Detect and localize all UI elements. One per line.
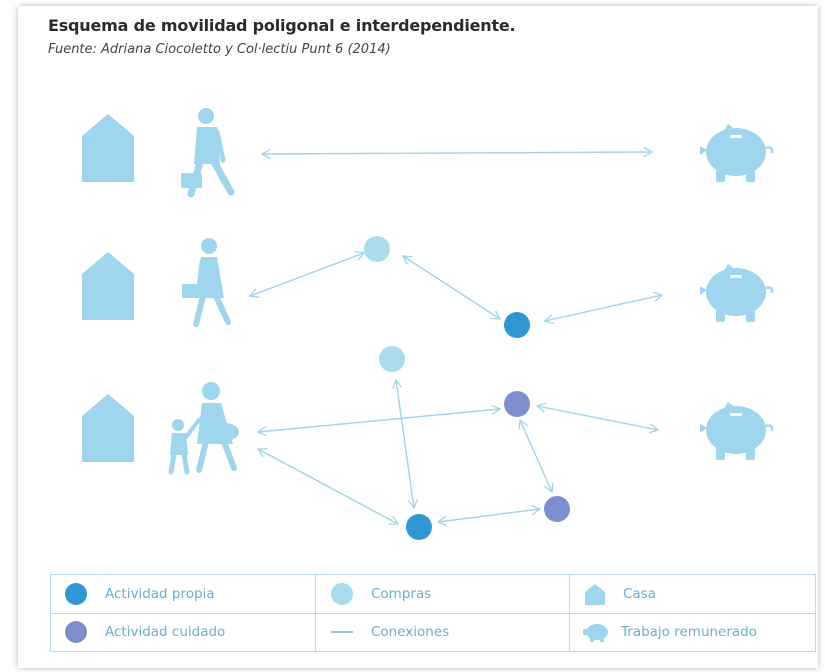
legend: Actividad propia Compras Casa Actividad … (50, 574, 816, 652)
piggy-bank-icon (698, 400, 774, 462)
shopping-node (379, 346, 405, 372)
house-icon (82, 114, 134, 182)
connection-arrow (543, 291, 664, 325)
legend-label: Actividad propia (105, 586, 215, 602)
connection-arrow (248, 250, 366, 299)
woman-with-child-icon (168, 382, 239, 475)
legend-item-casa: Casa (583, 575, 656, 613)
diagram-title: Esquema de movilidad poligonal e interde… (48, 16, 516, 35)
legend-label: Trabajo remunerado (621, 624, 758, 640)
house-icon (585, 584, 605, 605)
connection-arrow (260, 146, 654, 160)
legend-item-actividad-propia: Actividad propia (65, 575, 215, 613)
connection-arrow (256, 448, 400, 525)
house-icon (82, 394, 134, 462)
own-activity-node (504, 312, 530, 338)
care-activity-node (504, 391, 530, 417)
legend-item-conexiones: Conexiones (331, 613, 449, 651)
legend-item-compras: Compras (331, 575, 431, 613)
piggy-bank-icon (583, 624, 608, 642)
figure-frame (18, 6, 818, 668)
legend-label: Conexiones (371, 624, 450, 640)
own-activity-node (406, 514, 432, 540)
piggy-bank-icon (698, 262, 774, 324)
shopping-node (364, 236, 390, 262)
legend-item-actividad-cuidado: Actividad cuidado (65, 613, 225, 651)
house-icon (82, 252, 134, 320)
connection-arrow (535, 402, 660, 434)
legend-label: Actividad cuidado (105, 624, 226, 640)
walking-woman-icon (182, 238, 231, 327)
legend-item-trabajo-remunerado: Trabajo remunerado (581, 613, 757, 651)
shopping-swatch (331, 583, 353, 605)
care-activity-node (544, 496, 570, 522)
diagram-source: Fuente: Adriana Ciocoletto y Col·lectiu … (48, 42, 391, 57)
connection-line-swatch (331, 631, 353, 633)
connection-arrow (436, 504, 542, 527)
connection-arrow (256, 404, 502, 437)
connection-arrow (401, 255, 502, 320)
piggy-bank-icon (698, 122, 774, 184)
own-activity-swatch (65, 583, 87, 605)
legend-label: Compras (371, 586, 432, 602)
legend-label: Casa (623, 586, 657, 602)
connection-arrow (392, 378, 418, 510)
walking-man-icon (181, 108, 235, 198)
care-activity-swatch (65, 621, 87, 643)
connection-arrow (518, 418, 554, 494)
